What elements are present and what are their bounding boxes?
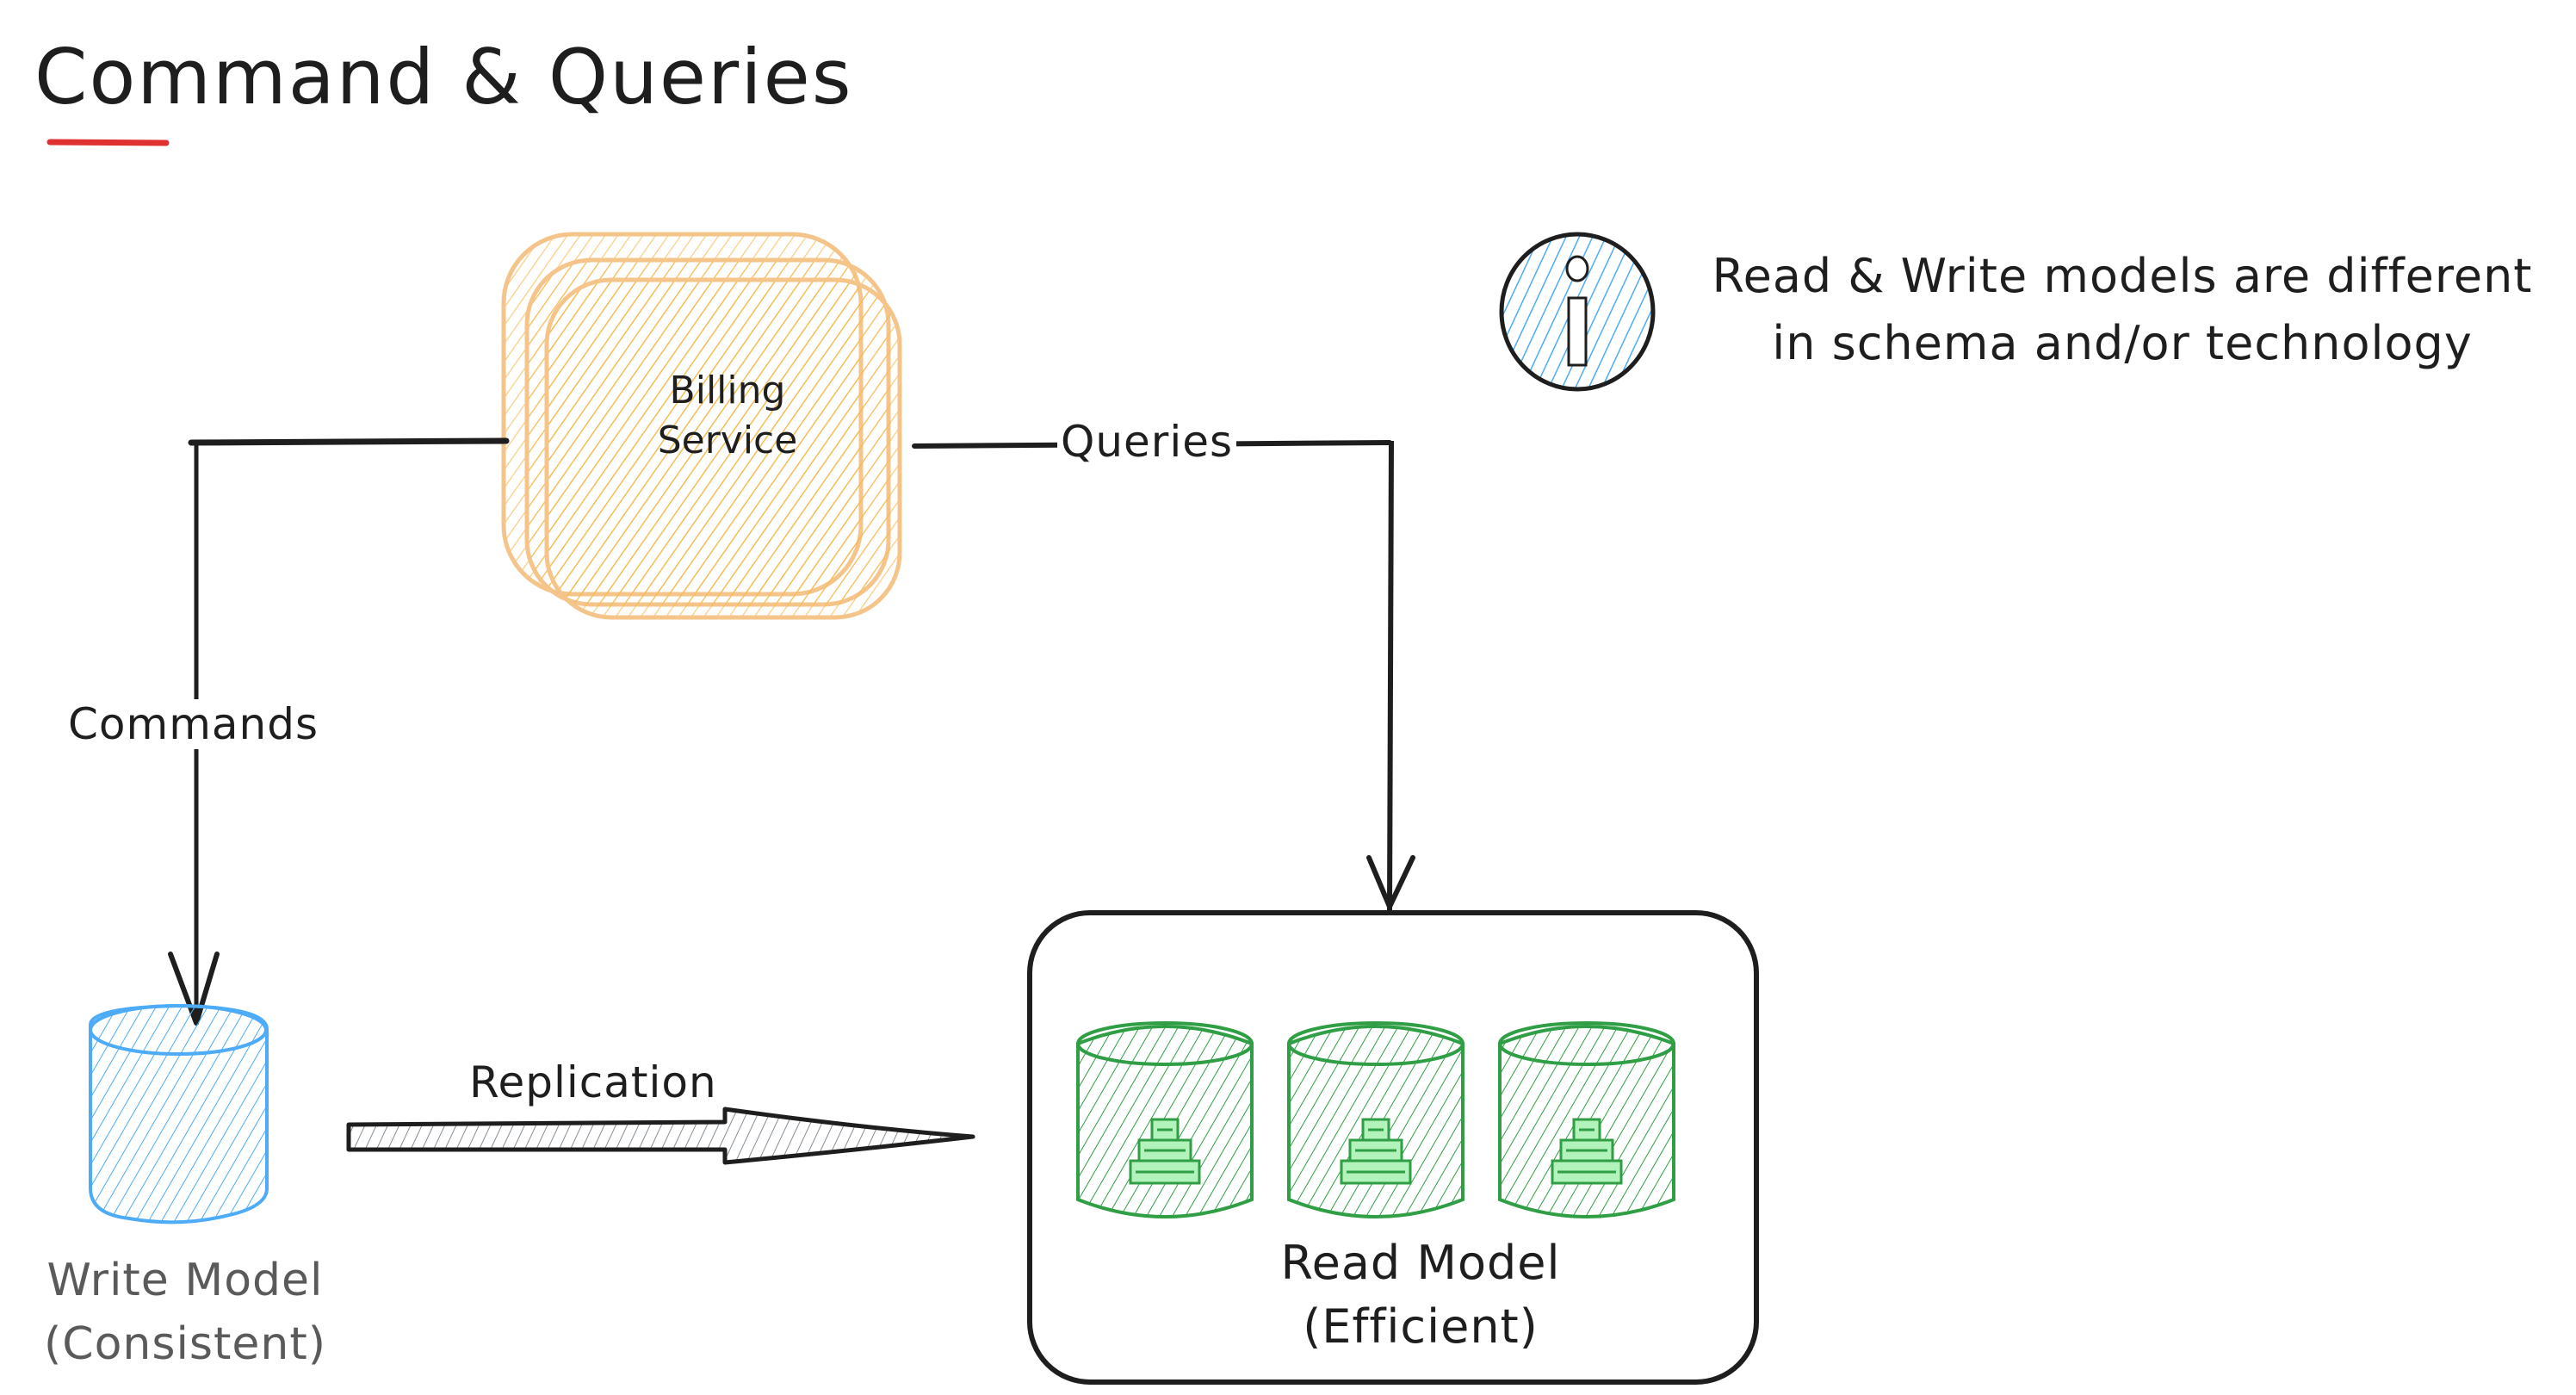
queries-arrowhead — [1353, 773, 1400, 825]
page-title: Command & Queries — [34, 33, 853, 121]
read-replica-database[interactable] — [1076, 1021, 1254, 1218]
index-stack-icon — [1551, 1118, 1623, 1185]
read-replicas — [1076, 1021, 1675, 1218]
commands-label: Commands — [65, 699, 323, 749]
queries-label: Queries — [1057, 417, 1237, 467]
info-note: Read & Write models are different in sch… — [1687, 243, 2557, 377]
title-underline — [46, 139, 170, 146]
queries-connector[interactable] — [912, 440, 1415, 912]
write-model-label-line1: Write Model — [46, 1255, 324, 1306]
read-model-label: Read Model (Efficient) — [1205, 1231, 1636, 1359]
write-model-database[interactable] — [89, 1003, 269, 1224]
info-note-line1: Read & Write models are different — [1712, 249, 2533, 303]
billing-service-label-line1: Billing — [669, 369, 786, 412]
read-replica-database[interactable] — [1287, 1021, 1464, 1218]
index-stack-icon — [1340, 1118, 1412, 1185]
replication-arrow[interactable] — [346, 1107, 975, 1165]
info-icon — [1499, 232, 1656, 392]
read-model-label-line2: (Efficient) — [1303, 1299, 1539, 1354]
billing-service-label-line2: Service — [657, 418, 798, 462]
index-stack-icon — [1129, 1118, 1201, 1185]
write-model-label-line2: (Consistent) — [43, 1318, 326, 1370]
read-replica-database[interactable] — [1498, 1021, 1675, 1218]
read-model-label-line1: Read Model — [1280, 1236, 1561, 1290]
billing-service-node[interactable] — [501, 232, 902, 620]
queries-arrowhead — [1366, 855, 1415, 909]
read-model-container[interactable] — [1027, 910, 1759, 1385]
service-instance-front — [544, 277, 902, 620]
replication-label: Replication — [469, 1057, 717, 1107]
write-model-label: Write Model (Consistent) — [17, 1249, 353, 1376]
billing-service-label: Billing Service — [551, 366, 904, 466]
info-note-line2: in schema and/or technology — [1772, 316, 2473, 370]
